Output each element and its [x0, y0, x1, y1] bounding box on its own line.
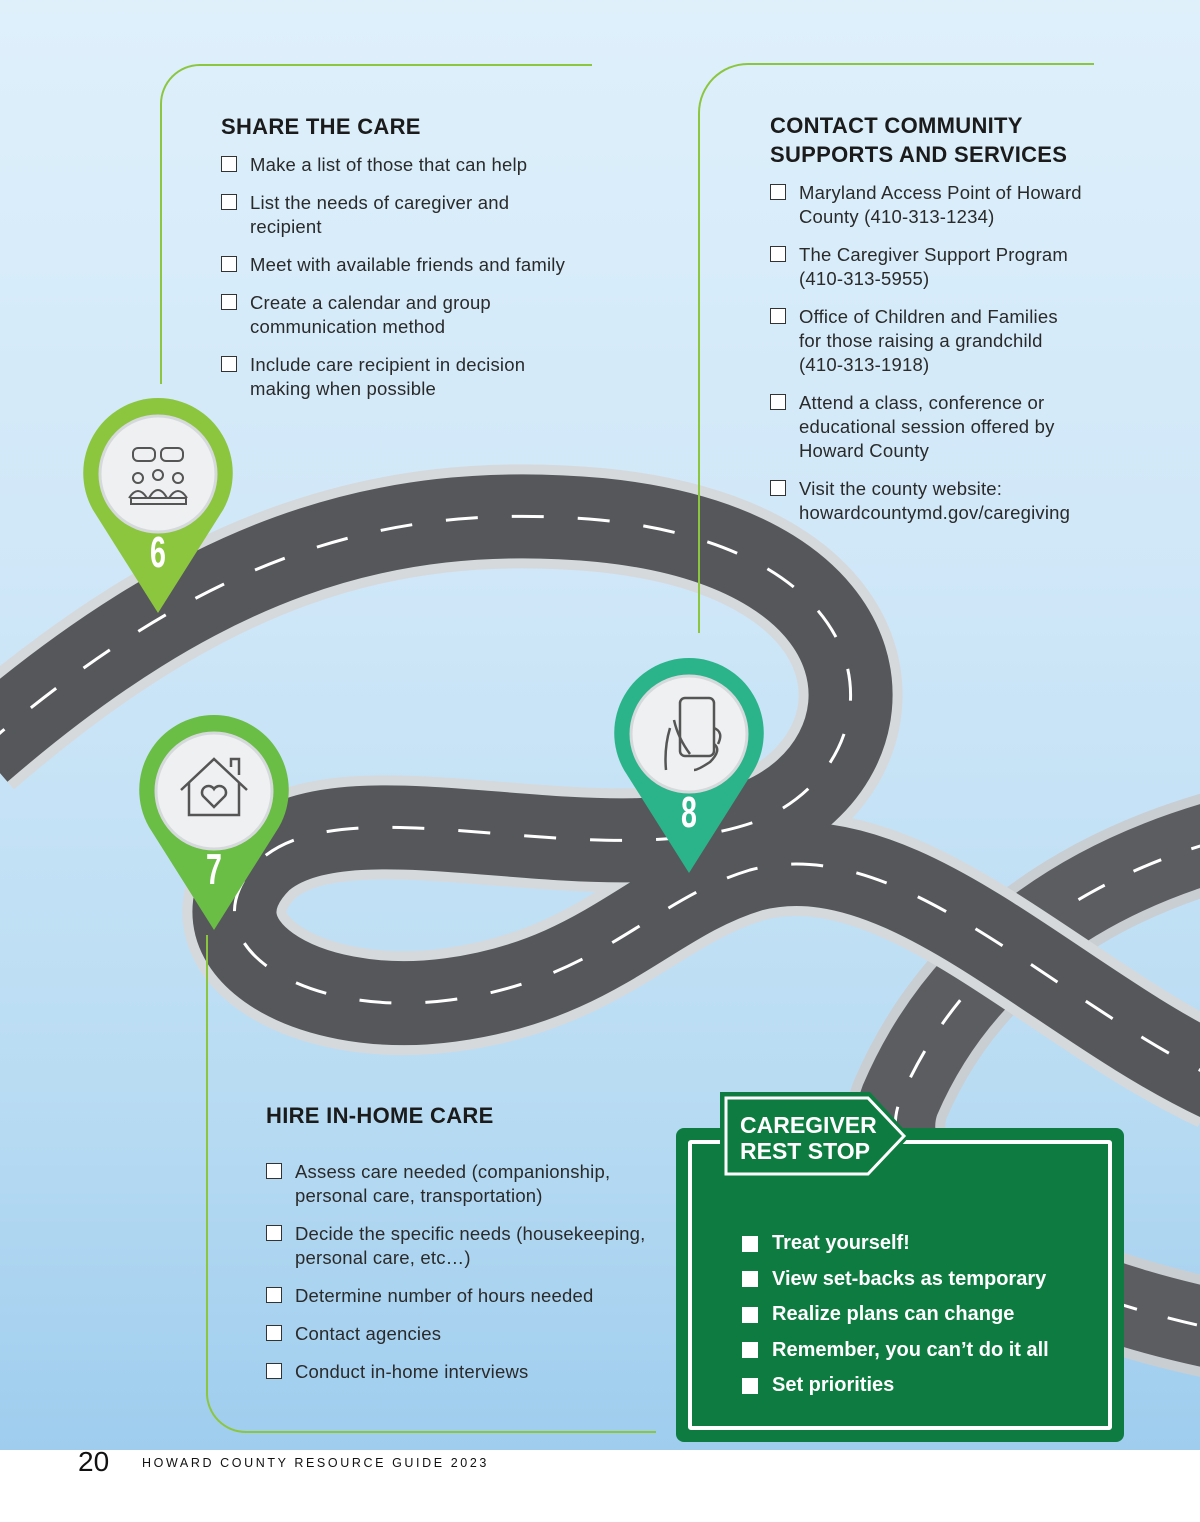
- item-label: View set-backs as temporary: [772, 1267, 1047, 1290]
- rest-stop-item: View set-backs as temporary: [742, 1262, 1049, 1298]
- checkbox[interactable]: [221, 156, 237, 172]
- title-line: REST STOP: [740, 1138, 870, 1164]
- section-frame: [206, 935, 656, 1433]
- checklist-item: Decide the specific needs (housekeeping,…: [266, 1222, 646, 1270]
- rest-stop-item: Set priorities: [742, 1368, 1049, 1404]
- checkbox[interactable]: [221, 256, 237, 272]
- title-line: SUPPORTS AND SERVICES: [770, 142, 1068, 167]
- checklist-item: List the needs of caregiver and recipien…: [221, 191, 521, 239]
- checkbox[interactable]: [221, 194, 237, 210]
- meeting-group-icon: [128, 447, 188, 505]
- rest-stop-item: Remember, you can’t do it all: [742, 1333, 1049, 1369]
- item-label: Include care recipient in decision makin…: [250, 354, 526, 399]
- checkbox[interactable]: [770, 246, 786, 262]
- checklist-item: Assess care needed (companionship, perso…: [266, 1160, 646, 1208]
- checklist-item: The Caregiver Support Program (410-313-5…: [770, 243, 1070, 291]
- website-link[interactable]: Visit the county website: howardcountymd…: [799, 478, 1071, 523]
- item-label: Decide the specific needs (housekeeping,…: [295, 1223, 646, 1268]
- item-label: Realize plans can change: [772, 1303, 1015, 1326]
- item-label: Maryland Access Point of Howard County (…: [799, 182, 1082, 227]
- bullet-square: [742, 1271, 758, 1288]
- section-title: CONTACT COMMUNITY SUPPORTS AND SERVICES: [770, 111, 1100, 169]
- section-frame: [698, 63, 1094, 633]
- checklist-item: Visit the county website: howardcountymd…: [770, 477, 1075, 525]
- checklist-item: Attend a class, conference or educationa…: [770, 391, 1075, 463]
- item-label: Make a list of those that can help: [250, 154, 528, 175]
- item-label: Contact agencies: [295, 1323, 442, 1344]
- checklist-item: Make a list of those that can help: [221, 153, 601, 177]
- checkbox[interactable]: [266, 1363, 282, 1379]
- pin-number: 7: [206, 845, 222, 894]
- bullet-square: [742, 1235, 758, 1252]
- bullet-square: [742, 1306, 758, 1323]
- checkbox[interactable]: [266, 1163, 282, 1179]
- checkbox[interactable]: [266, 1287, 282, 1303]
- section-title: HIRE IN-HOME CARE: [266, 1103, 494, 1128]
- item-label: Create a calendar and group communicatio…: [250, 292, 491, 337]
- checkbox[interactable]: [266, 1325, 282, 1341]
- checklist-item: Office of Children and Families for thos…: [770, 305, 1070, 377]
- item-label: Determine number of hours needed: [295, 1285, 594, 1306]
- rest-stop-list: Treat yourself! View set-backs as tempor…: [742, 1226, 1049, 1404]
- item-label: List the needs of caregiver and recipien…: [250, 192, 510, 237]
- pin-number: 6: [150, 528, 166, 577]
- title-line: CONTACT COMMUNITY: [770, 113, 1023, 138]
- pin-number: 8: [681, 788, 697, 837]
- checkbox[interactable]: [221, 356, 237, 372]
- checklist-item: Contact agencies: [266, 1322, 646, 1346]
- item-label: Conduct in-home interviews: [295, 1361, 529, 1382]
- footer-title: HOWARD COUNTY RESOURCE GUIDE 2023: [142, 1456, 489, 1470]
- bullet-square: [742, 1377, 758, 1394]
- checkbox[interactable]: [770, 184, 786, 200]
- checkbox[interactable]: [770, 394, 786, 410]
- checkbox[interactable]: [221, 294, 237, 310]
- share-the-care-section: SHARE THE CARE Make a list of those that…: [221, 112, 601, 415]
- item-label: The Caregiver Support Program (410-313-5…: [799, 244, 1069, 289]
- item-label: Remember, you can’t do it all: [772, 1338, 1049, 1361]
- item-label: Meet with available friends and family: [250, 254, 566, 275]
- house-heart-icon: [180, 757, 248, 817]
- checklist-item: Create a calendar and group communicatio…: [221, 291, 521, 339]
- rest-stop-item: Realize plans can change: [742, 1297, 1049, 1333]
- checklist-item: Maryland Access Point of Howard County (…: [770, 181, 1100, 229]
- checkbox[interactable]: [770, 308, 786, 324]
- item-label: Set priorities: [772, 1374, 895, 1397]
- item-label: Treat yourself!: [772, 1232, 910, 1255]
- hire-in-home-care-section: HIRE IN-HOME CARE Assess care needed (co…: [266, 1101, 646, 1398]
- checklist-item: Meet with available friends and family: [221, 253, 601, 277]
- checklist-item: Include care recipient in decision makin…: [221, 353, 561, 401]
- checkbox[interactable]: [770, 480, 786, 496]
- section-title: SHARE THE CARE: [221, 114, 421, 139]
- contact-services-section: CONTACT COMMUNITY SUPPORTS AND SERVICES M…: [770, 111, 1100, 539]
- item-label: Office of Children and Families for thos…: [799, 306, 1058, 375]
- item-label: Assess care needed (companionship, perso…: [295, 1161, 611, 1206]
- section-frame: [160, 64, 592, 384]
- map-pin-7: 7: [139, 715, 289, 930]
- item-label: Attend a class, conference or educationa…: [799, 392, 1055, 461]
- map-pin-6: 6: [83, 398, 233, 613]
- page-number: 20: [78, 1446, 110, 1477]
- rest-stop-item: Treat yourself!: [742, 1226, 1049, 1262]
- checklist-item: Conduct in-home interviews: [266, 1360, 646, 1384]
- title-line: CAREGIVER: [740, 1112, 877, 1138]
- phone-in-hand-icon: [664, 696, 722, 772]
- map-pin-8: 8: [614, 658, 764, 873]
- bullet-square: [742, 1342, 758, 1359]
- checkbox[interactable]: [266, 1225, 282, 1241]
- checklist-item: Determine number of hours needed: [266, 1284, 646, 1308]
